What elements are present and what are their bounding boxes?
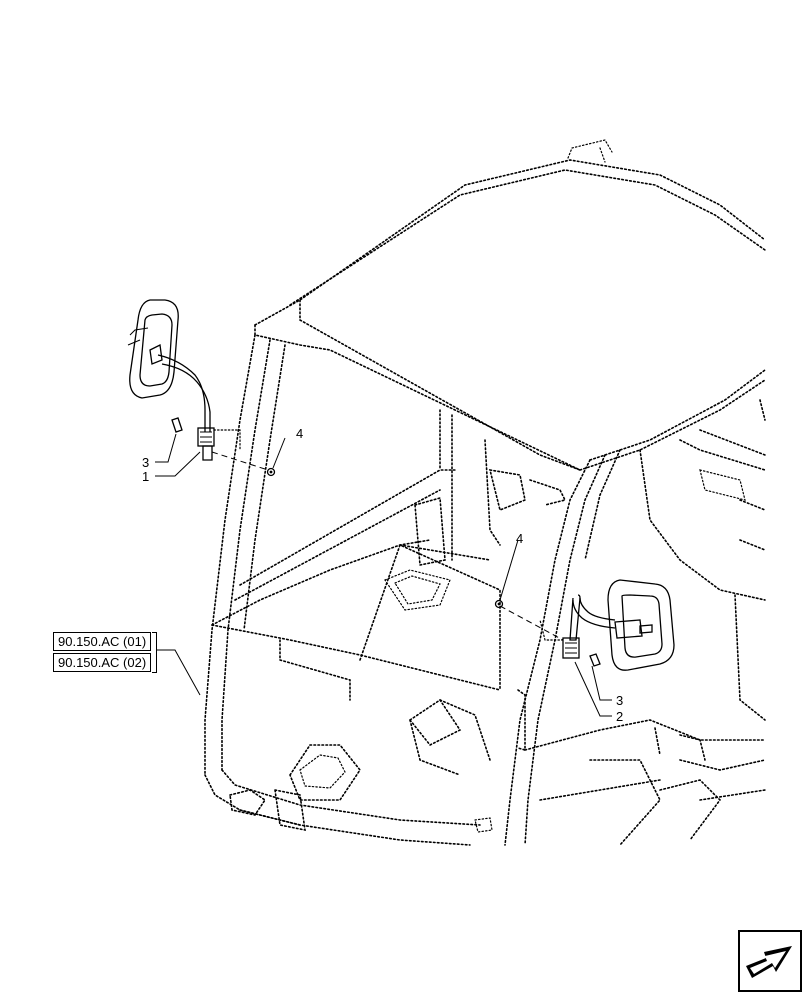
callout-4-right: 4 (516, 531, 523, 546)
lower-step-frame (229, 744, 361, 832)
callout-1: 1 (142, 469, 149, 484)
right-mirror-assembly (539, 579, 675, 671)
arrow-icon (746, 946, 792, 978)
fasteners (266, 467, 504, 609)
callout-3-left: 3 (142, 455, 149, 470)
next-page-arrow-icon[interactable] (738, 930, 802, 992)
reference-link-01[interactable]: 90.150.AC (01) (53, 632, 152, 651)
left-front-pillar (204, 334, 481, 846)
callout-leaders (155, 433, 612, 717)
reference-link-02[interactable]: 90.150.AC (02) (53, 653, 152, 672)
reference-bracket (152, 632, 157, 673)
cab-floor (474, 719, 766, 846)
front-dash-panel (211, 469, 501, 776)
right-cab-structure (414, 399, 766, 721)
left-mirror-assembly (127, 299, 241, 461)
callout-3-right: 3 (616, 693, 623, 708)
installation-lines (211, 451, 564, 641)
cab-roof (254, 139, 766, 471)
callout-labels: 1 2 3 3 4 4 (142, 426, 623, 724)
callout-2: 2 (616, 709, 623, 724)
callout-4-left: 4 (296, 426, 303, 441)
